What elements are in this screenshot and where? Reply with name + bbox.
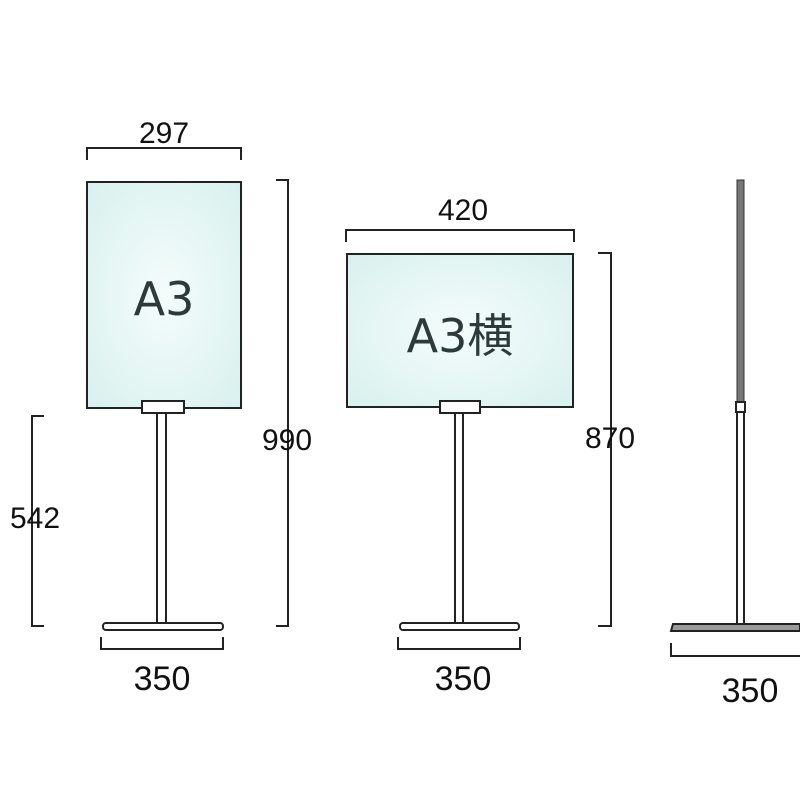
base-dimension-bracket bbox=[670, 643, 800, 657]
panel-size-label: A3 bbox=[134, 272, 195, 326]
width-dimension-label: 420 bbox=[438, 194, 488, 227]
base-height-label: 542 bbox=[10, 502, 60, 535]
width-dimension-bracket bbox=[345, 229, 575, 242]
pole bbox=[736, 411, 745, 625]
panel-clip bbox=[735, 401, 746, 413]
base-height-bracket bbox=[31, 415, 44, 627]
total-height-bracket bbox=[276, 179, 289, 627]
panel-edge bbox=[736, 179, 745, 403]
base-dimension-bracket bbox=[100, 637, 224, 650]
base-plate bbox=[102, 622, 224, 631]
total-height-bracket bbox=[598, 252, 612, 627]
width-dimension-bracket bbox=[86, 147, 242, 160]
base-dimension-label: 350 bbox=[134, 660, 191, 698]
base-plate bbox=[669, 623, 800, 632]
base-dimension-bracket bbox=[397, 637, 521, 650]
stand-side-view: 350 bbox=[669, 179, 800, 710]
pole bbox=[454, 412, 464, 625]
panel-clip bbox=[439, 400, 481, 414]
width-dimension-label: 297 bbox=[139, 117, 189, 150]
panel-size-label: A3横 bbox=[407, 309, 514, 363]
poster-panel bbox=[346, 253, 574, 408]
base-dimension-label: 350 bbox=[722, 672, 779, 710]
base-plate bbox=[399, 622, 520, 631]
total-height-label: 870 bbox=[585, 422, 635, 455]
stand-a3-landscape: 420 A3横 350 870 bbox=[345, 194, 635, 698]
pole bbox=[156, 412, 167, 625]
base-dimension-label: 350 bbox=[435, 660, 492, 698]
stand-a3-portrait: 297 A3 350 542 990 bbox=[10, 117, 312, 698]
total-height-label: 990 bbox=[262, 424, 312, 457]
panel-clip bbox=[141, 400, 185, 414]
